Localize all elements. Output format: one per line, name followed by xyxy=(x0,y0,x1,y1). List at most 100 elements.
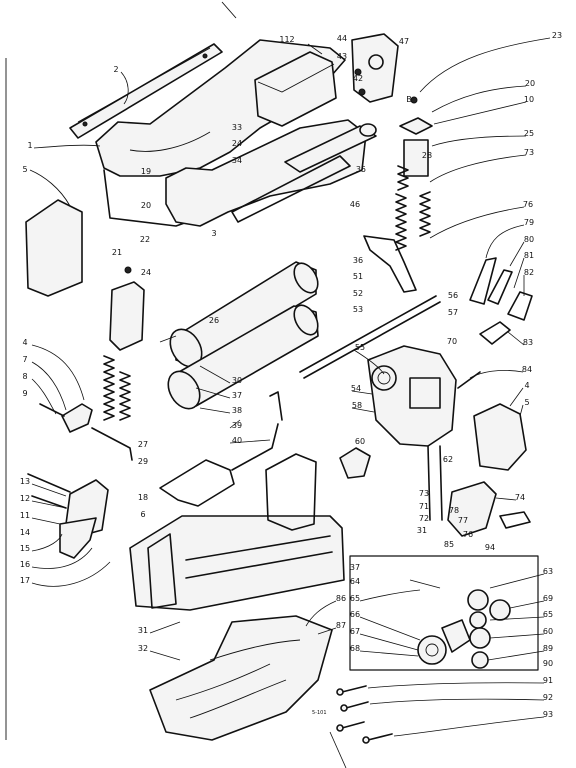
callout-c-17: 17 xyxy=(20,576,30,585)
left-side-bracket xyxy=(27,473,109,559)
callout-c-30: 30 xyxy=(232,376,242,385)
callout-c-22: 22 xyxy=(140,235,150,244)
callout-c-29: 29 xyxy=(138,457,148,466)
callout-c-76: 76 xyxy=(523,200,533,209)
callout-c-38: 38 xyxy=(232,406,242,415)
callout-c-26: 26 xyxy=(209,316,219,325)
callout-c-74: 74 xyxy=(515,493,525,502)
callout-c-14: 14 xyxy=(20,528,30,537)
callout-c-90: 90 xyxy=(543,659,553,668)
callout-c-57: 57 xyxy=(448,308,458,317)
callout-c-53: 53 xyxy=(353,305,363,314)
callout-c-55: 55 xyxy=(355,343,365,352)
callout-c-60b: 60 xyxy=(543,627,553,636)
right-lever-cluster xyxy=(363,235,533,345)
callout-c-78: 78 xyxy=(449,506,459,515)
leader-lines xyxy=(31,37,551,768)
callout-c-24a: 24 xyxy=(232,139,242,148)
callout-c-85: 85 xyxy=(444,540,454,549)
right-spring-assembly xyxy=(395,96,433,251)
callout-c-84: 84 xyxy=(522,365,532,374)
callout-c-12: 12 xyxy=(20,494,30,503)
callout-c-24b: 24 xyxy=(141,268,151,277)
callout-c-65: 65 xyxy=(350,594,360,603)
base-frame-part xyxy=(129,453,345,611)
callout-c-64: 64 xyxy=(350,577,360,586)
callout-c-51: 51 xyxy=(353,272,363,281)
callout-c-31: 31 xyxy=(417,526,427,535)
callout-c-21: 21 xyxy=(112,248,122,257)
callout-c-63: 63 xyxy=(543,567,553,576)
callout-c-27: 27 xyxy=(138,440,148,449)
callout-c-52: 52 xyxy=(353,289,363,298)
callout-c-20a: 20 xyxy=(525,79,535,88)
callout-c-76b: 76 xyxy=(463,530,473,539)
callout-c-62: 62 xyxy=(443,455,453,464)
callout-c-3: 3 xyxy=(211,229,216,238)
callout-c-37b: 37 xyxy=(350,563,360,572)
screw-set-part xyxy=(336,685,393,744)
callout-c-87: 87 xyxy=(336,621,346,630)
figure-code: 5-101 xyxy=(312,710,327,716)
callout-c-1: 1 xyxy=(27,141,32,150)
callout-c-54: 54 xyxy=(351,384,361,393)
callout-c-89: 89 xyxy=(543,644,553,653)
callout-c-7: 7 xyxy=(22,355,27,364)
callout-c-56: 56 xyxy=(448,291,458,300)
side-panel-part xyxy=(25,169,83,297)
callout-c-94: 94 xyxy=(485,543,495,552)
callout-c-81: 81 xyxy=(524,251,534,260)
callout-c-71: 71 xyxy=(419,502,429,511)
callout-c-20b: 20 xyxy=(141,201,151,210)
callout-c-68: 68 xyxy=(350,644,360,653)
callout-c-58: 58 xyxy=(352,401,362,410)
callout-c-2: 2 xyxy=(113,65,118,74)
callout-c-18: 18 xyxy=(138,493,148,502)
callout-c-32: 32 xyxy=(138,644,148,653)
callout-c-31b: 31 xyxy=(138,626,148,635)
callout-c-11: 11 xyxy=(20,511,30,520)
callout-c-82: 82 xyxy=(524,268,534,277)
callout-c-10: 10 xyxy=(524,95,534,104)
callout-c-42: 42 xyxy=(353,74,363,83)
callout-c-60: 60 xyxy=(355,437,365,446)
left-spring-assembly xyxy=(103,266,145,421)
callout-c-44: 44 xyxy=(337,34,347,43)
callout-c-35: 35 xyxy=(356,165,366,174)
callout-c-93: 93 xyxy=(543,710,553,719)
callout-c-72: 72 xyxy=(419,514,429,523)
drive-shaft-part xyxy=(299,295,441,379)
callout-c-47: 47 xyxy=(399,37,409,46)
callout-c-6: 6 xyxy=(140,510,145,519)
top-rail-part xyxy=(69,43,223,139)
motor-assembly-part xyxy=(339,345,457,521)
switch-bracket-part xyxy=(447,481,531,537)
callout-c-4a: 4 xyxy=(22,338,27,347)
upper-roller-part xyxy=(284,123,377,173)
callout-c-23: 23 xyxy=(552,31,562,40)
callout-c-73: 73 xyxy=(524,148,534,157)
callout-c-36: 36 xyxy=(353,256,363,265)
callout-c-5: 5 xyxy=(22,165,27,174)
callout-c-43: 43 xyxy=(337,52,347,61)
callout-c-4b: 4 xyxy=(524,381,529,390)
callout-c-33: 33 xyxy=(232,123,242,132)
callout-c-69: 69 xyxy=(543,594,553,603)
scan-edge-mark xyxy=(221,1,237,19)
callout-c-8: 8 xyxy=(22,372,27,381)
callout-c-9: 9 xyxy=(22,389,27,398)
callout-c-65b: 65 xyxy=(543,610,553,619)
lever-arm-part xyxy=(159,391,283,507)
top-bracket-part xyxy=(351,33,399,103)
callout-c-15: 15 xyxy=(20,544,30,553)
callout-c-13: 13 xyxy=(20,477,30,486)
secondary-roller-part xyxy=(167,304,319,410)
callout-c-37: 37 xyxy=(232,391,242,400)
cover-plate-part xyxy=(254,51,337,127)
inset-detail-box xyxy=(349,555,539,671)
callout-c-28: 28 xyxy=(422,151,432,160)
callout-c-25: 25 xyxy=(524,129,534,138)
callout-c-19: 19 xyxy=(141,167,151,176)
